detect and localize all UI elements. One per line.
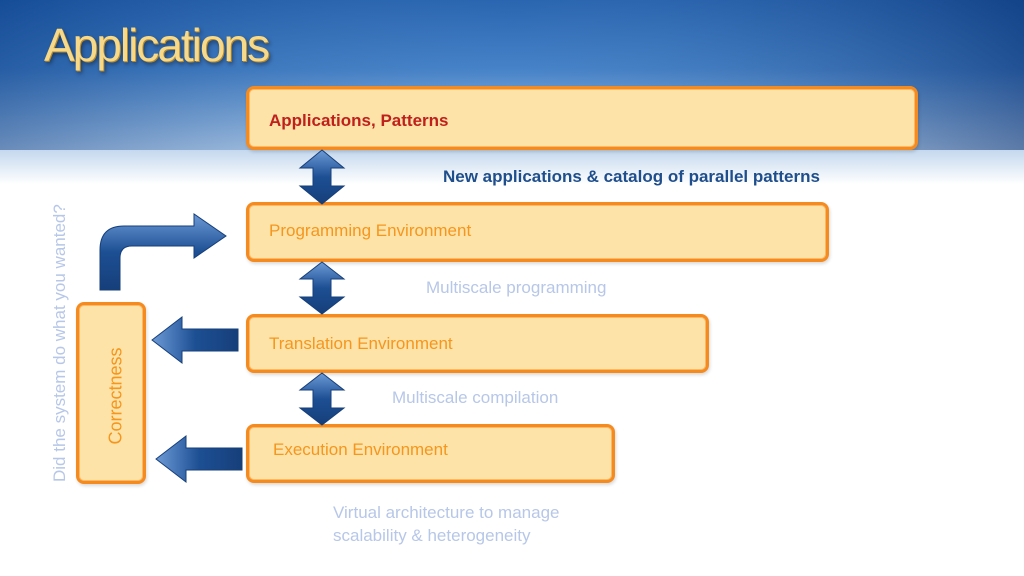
note-virtual-architecture-line2: scalability & heterogeneity [333,526,531,545]
left-arrow-icon [155,434,243,484]
note-new-applications: New applications & catalog of parallel p… [443,167,820,186]
execution-environment-box: Execution Environment [246,424,615,483]
double-arrow-icon [298,372,346,426]
correctness-label: Correctness [105,347,126,445]
side-question: Did the system do what you wanted? [50,204,69,482]
double-arrow-icon [298,261,346,315]
applications-patterns-box: Applications, Patterns [246,86,918,150]
note-virtual-architecture-line1: Virtual architecture to manage [333,503,560,522]
programming-environment-label: Programming Environment [269,221,472,240]
note-multiscale-compilation: Multiscale compilation [392,388,559,407]
bent-arrow-icon [99,213,227,291]
left-arrow-icon [151,315,239,365]
translation-environment-box: Translation Environment [246,314,709,373]
programming-environment-box: Programming Environment [246,202,829,262]
execution-environment-label: Execution Environment [273,440,448,459]
note-multiscale-programming: Multiscale programming [426,278,607,297]
translation-environment-label: Translation Environment [269,334,453,353]
correctness-box: Correctness [76,302,146,484]
double-arrow-icon [298,149,346,205]
slide-title: Applications [44,19,270,71]
applications-patterns-label: Applications, Patterns [269,111,449,130]
